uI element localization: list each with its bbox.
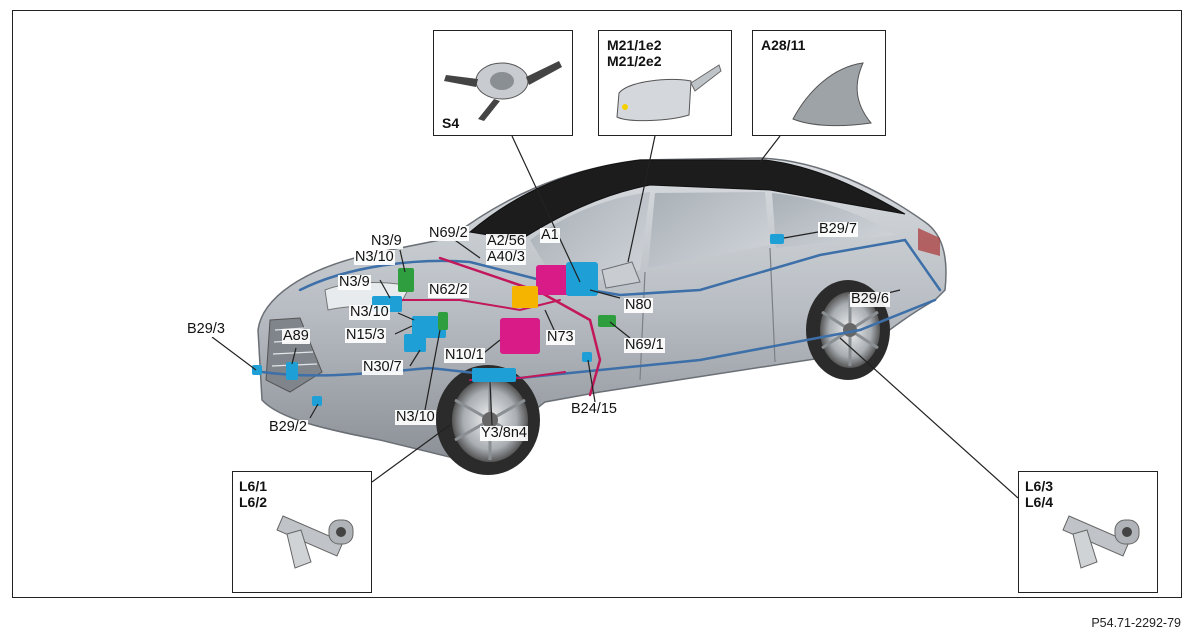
label-n10-1: N10/1 [444,347,485,363]
inset-antenna-label: A28/11 [761,37,806,53]
label-b29-2: B29/2 [268,419,308,435]
inset-rear-sensor-label-2: L6/4 [1025,494,1054,510]
label-n3-10: N3/10 [354,249,395,265]
label-n80: N80 [624,297,653,313]
inset-rear-sensor-label-1: L6/3 [1025,478,1054,494]
sensor-icon [276,515,354,569]
inset-mirror-label-1: M21/1e2 [607,37,662,53]
mirror-heater-icon [616,64,722,122]
inset-front-sensor-label-2: L6/2 [239,494,268,510]
inset-front-sensor-label-1: L6/1 [239,478,268,494]
inset-mirror: M21/1e2 M21/2e2 [598,30,732,136]
side-mirror [601,261,641,289]
label-b29-6: B29/6 [850,291,890,307]
label-n69-2: N69/2 [428,225,469,241]
label-n15-3: N15/3 [345,327,386,343]
figure-reference: P54.71-2292-79 [1091,616,1181,630]
front-side-window [648,192,770,268]
shark-fin-antenna-icon [792,62,872,127]
label-n3-9: N3/9 [370,233,403,249]
label-y3-8n4: Y3/8n4 [480,425,528,441]
sensor-icon [1062,515,1140,569]
label-a40-3: A40/3 [486,249,526,265]
label-n3-10: N3/10 [349,304,390,320]
inset-front-sensor: L6/1 L6/2 [232,471,372,593]
label-n73: N73 [546,329,575,345]
label-n69-1: N69/1 [624,337,665,353]
taillight [918,228,940,256]
label-b29-7: B29/7 [818,221,858,237]
inset-rear-sensor: L6/3 L6/4 [1018,471,1158,593]
inset-s4-label: S4 [442,115,460,131]
label-n62-2: N62/2 [428,282,469,298]
label-a89: A89 [282,328,310,344]
label-n3-10: N3/10 [395,409,436,425]
front-wheel [436,365,540,475]
inset-mirror-label-2: M21/2e2 [607,53,662,69]
label-b29-3: B29/3 [186,321,226,337]
label-a1: A1 [540,227,560,243]
label-a2-56: A2/56 [486,233,526,249]
label-b24-15: B24/15 [570,401,618,417]
label-n30-7: N30/7 [362,359,403,375]
inset-s4: S4 [433,30,573,136]
inset-antenna: A28/11 [752,30,886,136]
steering-column-switch-icon [444,61,562,121]
leader-lines [211,135,1019,499]
label-n3-9: N3/9 [338,274,371,290]
